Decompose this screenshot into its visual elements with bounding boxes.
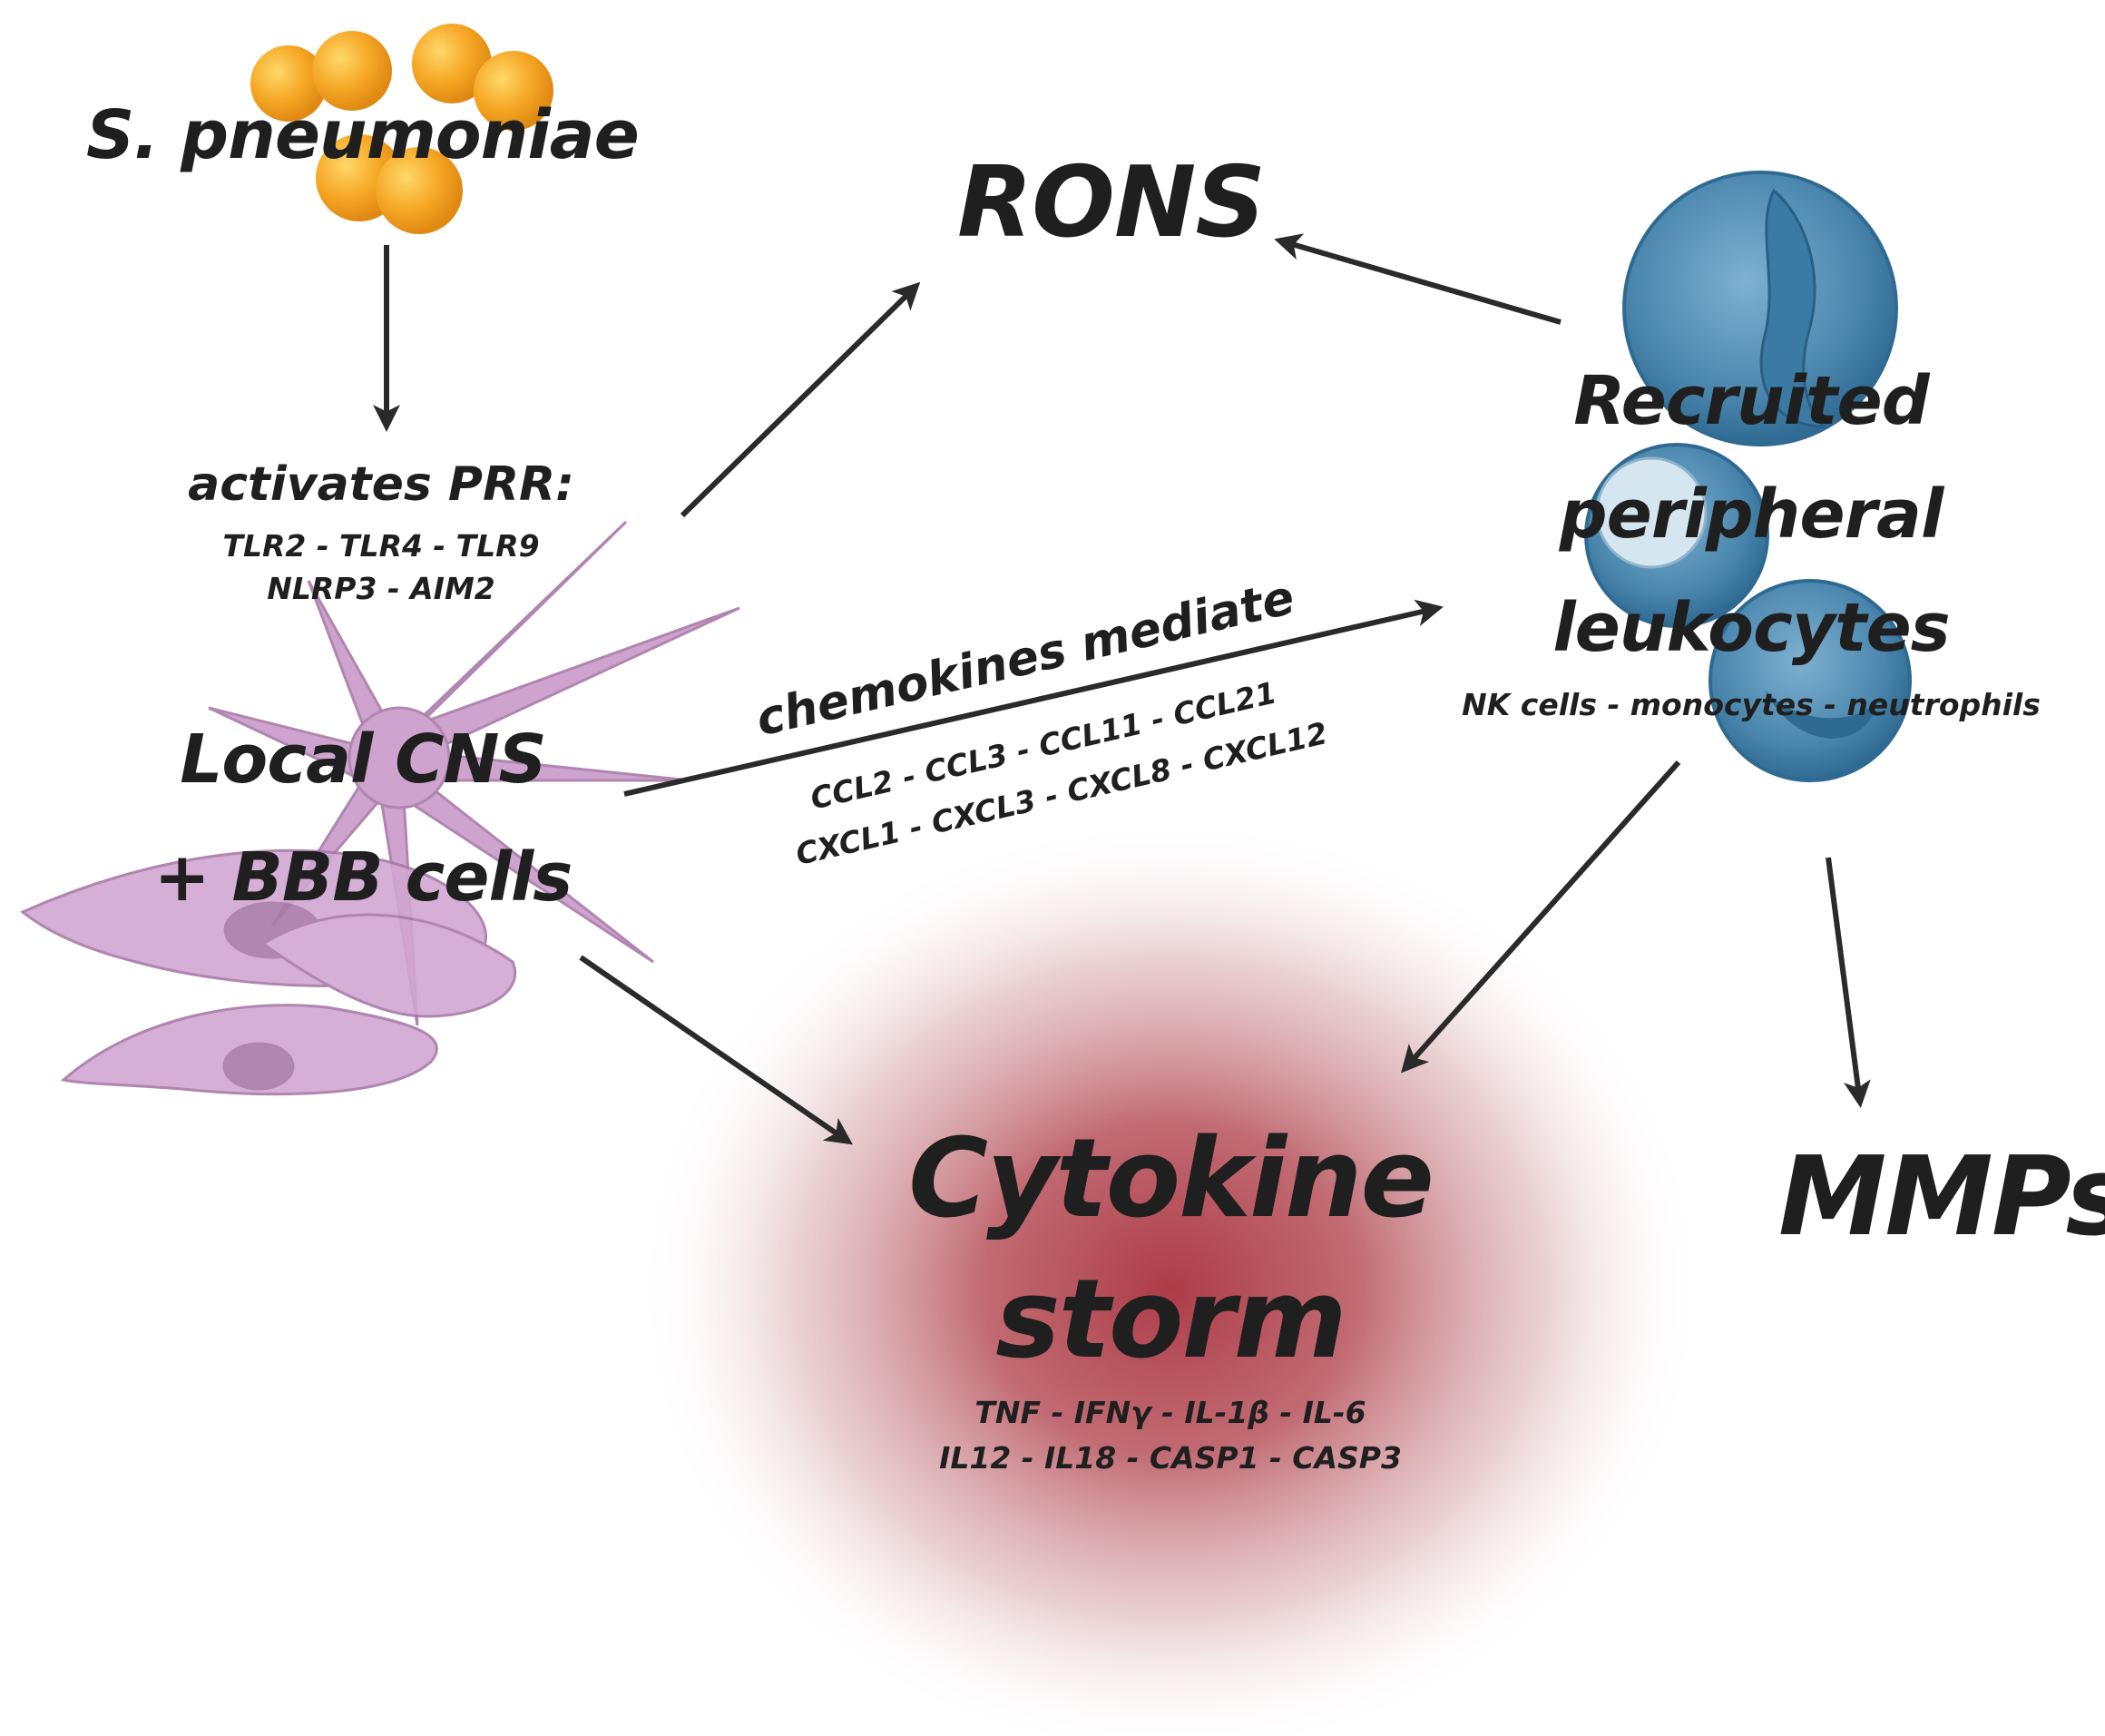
leukocytes-label-line2: peripheral: [1559, 476, 1944, 554]
prr-receptors-line2: NLRP3 - AIM2: [267, 571, 495, 606]
cytokine-list-line1: TNF - IFNγ - IL-1β - IL-6: [974, 1395, 1366, 1430]
arrow-cns-to-leukocytes: [623, 599, 1444, 797]
cytokine-storm-label-line1: Cytokine: [908, 1116, 1434, 1242]
rons-label: RONS: [957, 146, 1266, 260]
mmps-label: MMPs: [1778, 1134, 2105, 1260]
cns-cells-label-line2: + BBB cells: [153, 839, 573, 917]
leukocyte-icon: [1584, 171, 1912, 782]
leukocytes-label-line3: leukocytes: [1552, 589, 1950, 667]
cytokine-storm-label-line2: storm: [995, 1257, 1346, 1383]
leukocyte-types: NK cells - monocytes - neutrophils: [1462, 687, 2041, 722]
prr-title: activates PRR:: [188, 457, 574, 512]
prr-receptors-line1: TLR2 - TLR4 - TLR9: [222, 528, 540, 564]
cytokine-list-line2: IL12 - IL18 - CASP1 - CASP3: [939, 1440, 1402, 1476]
cytokine-storm-glow: [635, 817, 1706, 1736]
arrow-cns-to-rons: [680, 281, 921, 518]
pathogen-label: S. pneumoniae: [86, 96, 640, 174]
cns-cells-label-line1: Local CNS: [180, 721, 546, 799]
arrow-leukocytes-to-storm: [1401, 760, 1681, 1074]
arrow-leukocytes-to-mmps: [1826, 857, 1871, 1108]
bacteria-icon: [250, 24, 553, 234]
endothelial-cell-icon: [20, 848, 517, 1096]
arrow-leukocytes-to-rons: [1274, 233, 1562, 325]
arrow-cns-to-storm: [579, 955, 853, 1145]
leukocytes-label-line1: Recruited: [1573, 362, 1929, 440]
